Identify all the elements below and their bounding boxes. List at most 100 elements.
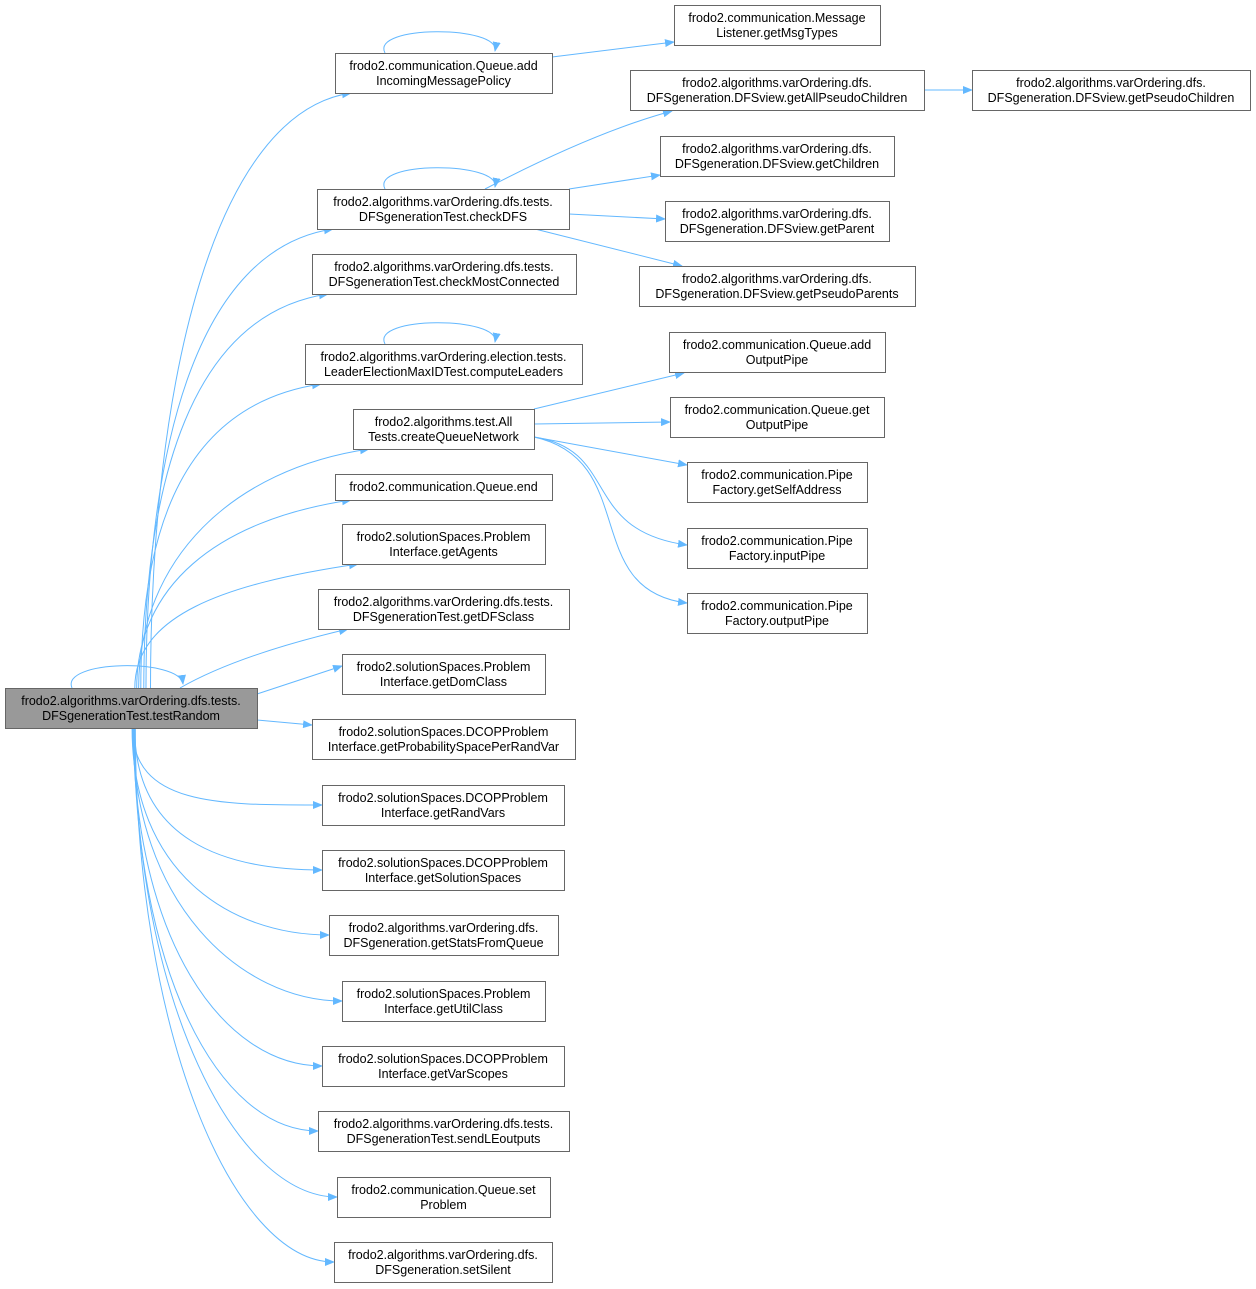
- node-box: [317, 189, 570, 230]
- node-label-line2: IncomingMessagePolicy: [376, 74, 512, 88]
- node-label-line2: Factory.inputPipe: [729, 549, 825, 563]
- node-label-line1: frodo2.algorithms.varOrdering.dfs.: [682, 207, 872, 221]
- edge-createQueueNetwork-to-getSelfAddress: [533, 436, 688, 468]
- edge-root-to-checkDFS: [145, 226, 334, 689]
- node-getSolutionSpaces[interactable]: frodo2.solutionSpaces.DCOPProblemInterfa…: [322, 850, 565, 891]
- edge-root-to-computeLeaders: [140, 381, 322, 689]
- node-label-line1: frodo2.algorithms.varOrdering.dfs.tests.: [21, 694, 241, 708]
- edge-checkDFS-to-getParent: [568, 213, 666, 223]
- node-label-line1: frodo2.algorithms.varOrdering.dfs.: [682, 142, 872, 156]
- node-checkMostConnected[interactable]: frodo2.algorithms.varOrdering.dfs.tests.…: [312, 254, 577, 295]
- node-box: [342, 981, 546, 1022]
- node-box: [335, 474, 553, 501]
- node-getChildren[interactable]: frodo2.algorithms.varOrdering.dfs.DFSgen…: [660, 136, 895, 177]
- node-getStatsFromQueue[interactable]: frodo2.algorithms.varOrdering.dfs.DFSgen…: [329, 915, 559, 956]
- node-label-line1: frodo2.algorithms.varOrdering.dfs.: [1016, 76, 1206, 90]
- node-getDFSclass[interactable]: frodo2.algorithms.varOrdering.dfs.tests.…: [318, 589, 570, 630]
- edge-root-to-getStatsFromQueue: [131, 727, 330, 939]
- node-box: [687, 462, 868, 503]
- node-label-line1: frodo2.algorithms.varOrdering.dfs.tests.: [334, 595, 554, 609]
- node-label-line1: frodo2.algorithms.varOrdering.dfs.: [349, 921, 539, 935]
- node-getAllPseudoChildren[interactable]: frodo2.algorithms.varOrdering.dfs.DFSgen…: [630, 70, 925, 111]
- node-queueEnd[interactable]: frodo2.communication.Queue.end: [335, 474, 553, 501]
- node-label-line1: frodo2.solutionSpaces.Problem: [357, 660, 531, 674]
- node-label-line1: frodo2.communication.Queue.add: [683, 338, 871, 352]
- node-label-line2: Tests.createQueueNetwork: [368, 430, 520, 444]
- node-label-line2: DFSgeneration.getStatsFromQueue: [343, 936, 543, 950]
- node-label-line1: frodo2.solutionSpaces.DCOPProblem: [338, 856, 548, 870]
- node-label-line1: frodo2.communication.Queue.end: [349, 480, 537, 494]
- node-addIncomingMessagePolicy[interactable]: frodo2.communication.Queue.addIncomingMe…: [335, 53, 553, 94]
- node-label-line1: frodo2.solutionSpaces.Problem: [357, 987, 531, 1001]
- node-getMsgTypes[interactable]: frodo2.communication.MessageListener.get…: [674, 5, 881, 46]
- node-label-line2: OutputPipe: [746, 418, 809, 432]
- node-label-line2: DFSgenerationTest.checkMostConnected: [329, 275, 560, 289]
- edge-root-to-getVarScopes: [132, 727, 323, 1070]
- node-label-line2: DFSgeneration.DFSview.getParent: [680, 222, 875, 236]
- node-box: [670, 397, 885, 438]
- edge-root-to-getSolutionSpaces: [134, 727, 323, 874]
- node-sendLEoutputs[interactable]: frodo2.algorithms.varOrdering.dfs.tests.…: [318, 1111, 570, 1152]
- edge-createQueueNetwork-to-getOutputPipe: [533, 418, 671, 427]
- edge-checkDFS-to-getPseudoParents: [534, 228, 683, 268]
- node-label-line1: frodo2.communication.Pipe: [701, 599, 853, 613]
- node-getRandVars[interactable]: frodo2.solutionSpaces.DCOPProblemInterfa…: [322, 785, 565, 826]
- root-node-testRandom[interactable]: frodo2.algorithms.varOrdering.dfs.tests.…: [5, 688, 258, 729]
- edge-root-to-setProblem: [134, 727, 338, 1201]
- node-label-line2: DFSgeneration.setSilent: [375, 1263, 511, 1277]
- node-getVarScopes[interactable]: frodo2.solutionSpaces.DCOPProblemInterfa…: [322, 1046, 565, 1087]
- node-getProbabilitySpacePerRandVar[interactable]: frodo2.solutionSpaces.DCOPProblemInterfa…: [312, 719, 576, 760]
- node-label-line2: DFSgenerationTest.testRandom: [42, 709, 220, 723]
- node-label-line2: Listener.getMsgTypes: [716, 26, 838, 40]
- node-outputPipe[interactable]: frodo2.communication.PipeFactory.outputP…: [687, 593, 868, 634]
- node-box: [337, 1177, 551, 1218]
- node-label-line2: DFSgeneration.DFSview.getAllPseudoChildr…: [647, 91, 908, 105]
- node-getPseudoParents[interactable]: frodo2.algorithms.varOrdering.dfs.DFSgen…: [639, 266, 916, 307]
- node-getParent[interactable]: frodo2.algorithms.varOrdering.dfs.DFSgen…: [665, 201, 890, 242]
- node-createQueueNetwork[interactable]: frodo2.algorithms.test.AllTests.createQu…: [353, 409, 535, 450]
- node-label-line2: DFSgeneration.DFSview.getChildren: [675, 157, 879, 171]
- node-label-line2: DFSgeneration.DFSview.getPseudoParents: [655, 287, 898, 301]
- node-label-line2: DFSgeneration.DFSview.getPseudoChildren: [988, 91, 1235, 105]
- node-label-line1: frodo2.algorithms.varOrdering.election.t…: [321, 350, 567, 364]
- edge-createQueueNetwork-to-inputPipe: [533, 436, 688, 548]
- node-box: [322, 1046, 565, 1087]
- node-box: [5, 688, 258, 729]
- node-box: [639, 266, 916, 307]
- node-label-line2: Interface.getProbabilitySpacePerRandVar: [328, 740, 559, 754]
- node-box: [329, 915, 559, 956]
- node-label-line1: frodo2.communication.Queue.add: [349, 59, 537, 73]
- node-label-line1: frodo2.algorithms.varOrdering.dfs.tests.: [334, 1117, 554, 1131]
- edge-createQueueNetwork-to-addOutputPipe: [533, 371, 685, 410]
- edge-addIncomingMessagePolicy-to-getMsgTypes: [551, 39, 675, 58]
- node-label-line1: frodo2.algorithms.varOrdering.dfs.tests.: [334, 260, 554, 274]
- node-inputPipe[interactable]: frodo2.communication.PipeFactory.inputPi…: [687, 528, 868, 569]
- edge-root-self-loop: [70, 665, 186, 689]
- node-computeLeaders[interactable]: frodo2.algorithms.varOrdering.election.t…: [305, 344, 583, 385]
- edge-root-to-getAgents: [134, 561, 359, 689]
- node-box: [665, 201, 890, 242]
- node-box: [312, 719, 576, 760]
- node-setSilent[interactable]: frodo2.algorithms.varOrdering.dfs.DFSgen…: [334, 1242, 553, 1283]
- node-getAgents[interactable]: frodo2.solutionSpaces.ProblemInterface.g…: [342, 524, 546, 565]
- node-label-line1: frodo2.solutionSpaces.DCOPProblem: [338, 791, 548, 805]
- node-label-line2: Interface.getAgents: [389, 545, 497, 559]
- node-box: [972, 70, 1251, 111]
- node-getUtilClass[interactable]: frodo2.solutionSpaces.ProblemInterface.g…: [342, 981, 546, 1022]
- node-getSelfAddress[interactable]: frodo2.communication.PipeFactory.getSelf…: [687, 462, 868, 503]
- node-getPseudoChildren[interactable]: frodo2.algorithms.varOrdering.dfs.DFSgen…: [972, 70, 1251, 111]
- node-label-line1: frodo2.solutionSpaces.Problem: [357, 530, 531, 544]
- node-box: [353, 409, 535, 450]
- node-checkDFS[interactable]: frodo2.algorithms.varOrdering.dfs.tests.…: [317, 189, 570, 230]
- node-label-line1: frodo2.communication.Message: [688, 11, 865, 25]
- edge-checkDFS-to-getChildren: [568, 172, 661, 190]
- node-getDomClass[interactable]: frodo2.solutionSpaces.ProblemInterface.g…: [342, 654, 546, 695]
- node-box: [687, 593, 868, 634]
- node-label-line1: frodo2.algorithms.test.All: [375, 415, 513, 429]
- node-label-line2: OutputPipe: [746, 353, 809, 367]
